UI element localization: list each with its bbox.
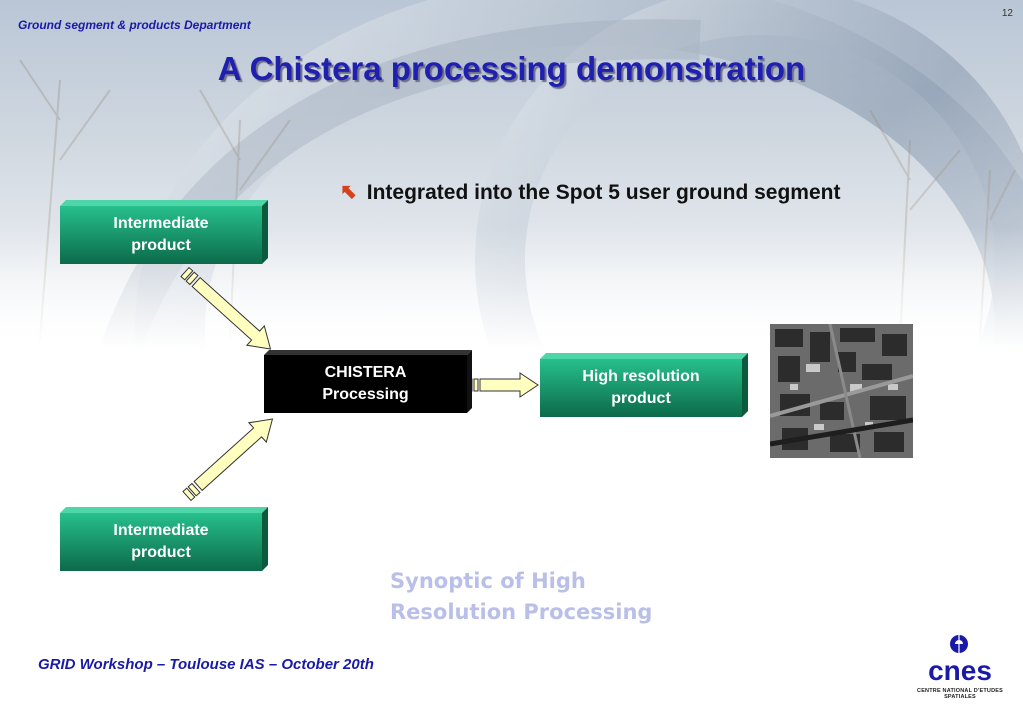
node-intermediate-product-top: Intermediate product: [60, 200, 270, 265]
node-intermediate-product-bottom: Intermediate product: [60, 507, 270, 572]
node-chistera-processing: CHISTERA Processing: [264, 350, 474, 414]
arrow-processor-to-output: [467, 372, 539, 398]
node-label-line2: product: [611, 390, 671, 407]
node-label-line1: Intermediate: [113, 215, 209, 232]
node-label-line2: product: [131, 237, 191, 254]
satellite-image: [770, 324, 913, 458]
footer-event: GRID Workshop – Toulouse IAS – October 2…: [38, 656, 374, 673]
bullet-text: Integrated into the Spot 5 user ground s…: [366, 181, 841, 204]
node-label-line1: CHISTERA: [324, 364, 407, 381]
node-label-line2: product: [131, 544, 191, 561]
bullet-point: ⬉ Integrated into the Spot 5 user ground…: [340, 178, 860, 208]
arrow-bottom-to-processor: [182, 418, 274, 502]
slide-title: A Chistera processing demonstration: [217, 50, 806, 87]
cnes-tagline: CENTRE NATIONAL D'ETUDES SPATIALES: [917, 688, 1003, 700]
node-label-line1: Intermediate: [113, 522, 209, 539]
cnes-wordmark: cnes: [928, 655, 992, 686]
page-number: 12: [1001, 8, 1013, 19]
department-label: Ground segment & products Department: [18, 18, 251, 32]
cnes-logo-mark: cnes: [928, 632, 992, 686]
caption-line1: Synoptic of High: [390, 569, 586, 593]
caption-line2: Resolution Processing: [390, 600, 653, 624]
diagram-caption: Synoptic of High Resolution Processing: [390, 566, 652, 628]
cnes-logo: cnes CENTRE NATIONAL D'ETUDES SPATIALES: [910, 628, 1010, 700]
background-photo: [0, 0, 1023, 350]
node-label-line1: High resolution: [582, 368, 700, 385]
node-label-line2: Processing: [322, 386, 409, 403]
arrow-up-left-icon: ⬉: [340, 181, 357, 203]
node-high-resolution-product: High resolution product: [540, 353, 750, 417]
arrow-top-to-processor: [180, 266, 272, 350]
